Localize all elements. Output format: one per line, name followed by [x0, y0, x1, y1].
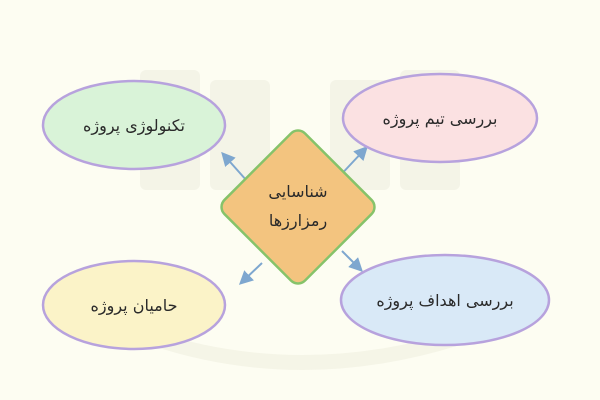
center-label-line-1: شناسایی	[268, 182, 327, 201]
center-label-line-2: رمزارزها	[269, 211, 327, 231]
node-shape	[339, 253, 551, 347]
node-project-sponsors: حامیان پروژه	[41, 259, 227, 351]
node-label: بررسی تیم پروژه	[383, 109, 498, 129]
node-label: تکنولوژی پروژه	[83, 116, 185, 136]
center-diamond-shape	[220, 129, 376, 285]
arrow-to-goals	[341, 250, 363, 272]
node-label: بررسی اهداف پروژه	[376, 291, 513, 311]
node-project-technology: تکنولوژی پروژه	[41, 79, 227, 171]
arrow-to-sponsors	[238, 262, 263, 285]
node-shape	[341, 72, 539, 164]
node-shape	[41, 259, 227, 351]
node-project-goals-review: بررسی اهداف پروژه	[339, 253, 551, 347]
node-label: حامیان پروژه	[91, 296, 178, 316]
node-project-team-review: بررسی تیم پروژه	[341, 72, 539, 164]
center-node-crypto-identification: شناسایی رمزارزها	[220, 129, 376, 285]
arrow-to-tech	[221, 151, 248, 182]
node-shape	[41, 79, 227, 171]
